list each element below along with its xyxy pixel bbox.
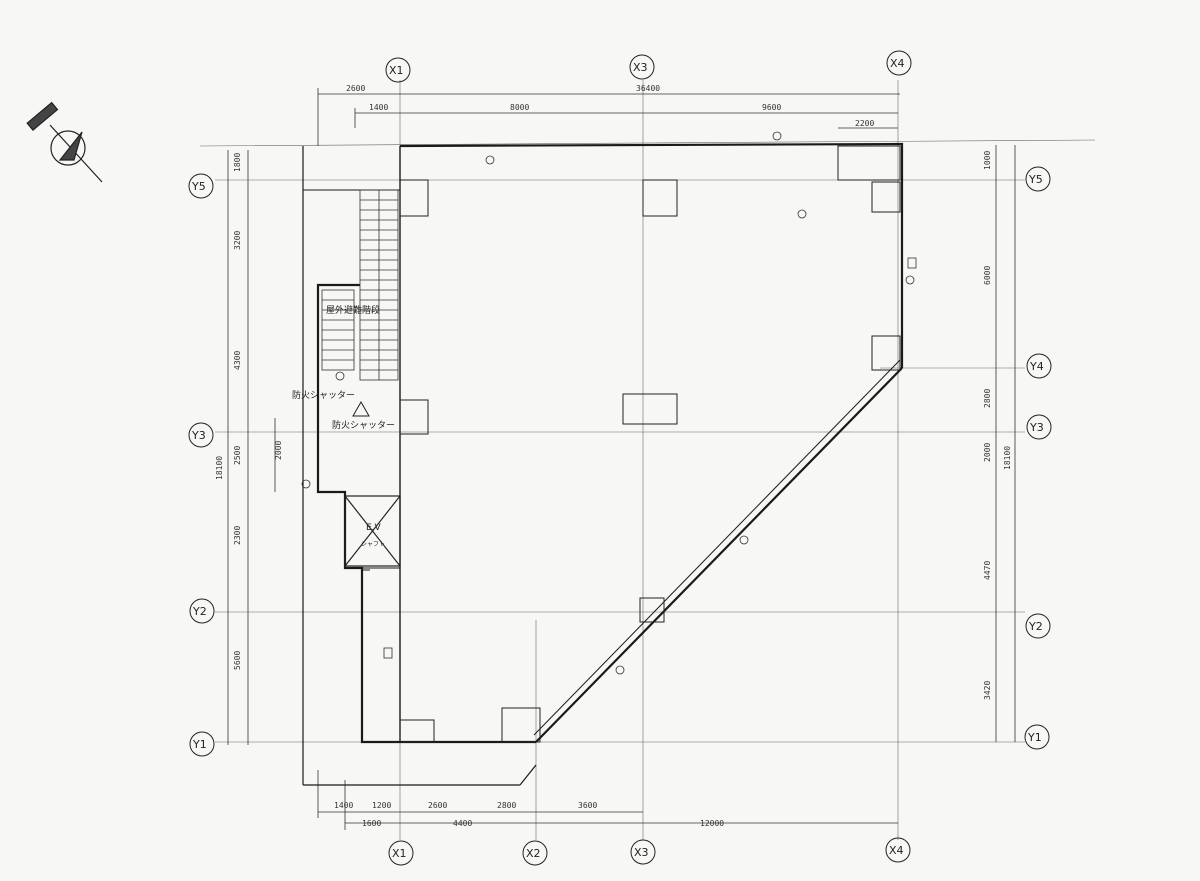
dimension-lines — [227, 88, 1016, 830]
grid-label-right-y1: Y1 — [1027, 731, 1042, 744]
dim-bottom-outer-3: 12000 — [700, 819, 724, 828]
dim-top-inner-3: 9600 — [762, 103, 781, 112]
elevator-label: E.V — [366, 523, 382, 533]
grid-bubbles-top — [385, 50, 912, 83]
building-outline — [302, 142, 904, 786]
wall-tags — [301, 131, 917, 675]
dim-left-small: 2000 — [274, 441, 283, 460]
grid-label-bottom-x1: X1 — [392, 847, 407, 860]
grid-label-left-y2: Y2 — [192, 605, 207, 618]
grid-label-right-y2: Y2 — [1028, 620, 1043, 633]
dim-top-inner-1: 1400 — [369, 103, 388, 112]
dim-bottom-inner-4: 2800 — [497, 801, 516, 810]
north-arrow-icon — [26, 101, 103, 183]
dim-top-outer-2: 36400 — [636, 84, 660, 93]
grid-label-right-y4: Y4 — [1029, 360, 1044, 373]
grid-label-bottom-x3: X3 — [634, 846, 649, 859]
dim-left-4: 2500 — [233, 446, 242, 465]
grid-label-top-x3: X3 — [633, 61, 648, 74]
dim-bottom-outer-2: 4400 — [453, 819, 472, 828]
grid-label-left-y1: Y1 — [192, 738, 207, 751]
columns — [399, 145, 901, 743]
dim-left-5: 2300 — [233, 526, 242, 545]
dim-top-corner: 2200 — [855, 119, 874, 128]
dim-right-2: 6000 — [983, 266, 992, 285]
warning-triangle-icon — [352, 400, 370, 417]
dim-top-inner-2: 8000 — [510, 103, 529, 112]
grid-bubbles-left — [188, 173, 215, 757]
dim-bottom-inner-5: 3600 — [578, 801, 597, 810]
dim-right-4: 2000 — [983, 443, 992, 462]
dim-bottom-outer-1: 1600 — [362, 819, 381, 828]
elevator-sublabel: シャフト — [361, 541, 385, 548]
dim-right-6: 3420 — [983, 681, 992, 700]
dim-top-outer-1: 2600 — [346, 84, 365, 93]
dim-right-3: 2800 — [983, 389, 992, 408]
grid-label-top-x1: X1 — [389, 64, 404, 77]
dim-right-1: 1000 — [983, 151, 992, 170]
grid-label-right-y5: Y5 — [1028, 173, 1043, 186]
grid-label-bottom-x2: X2 — [526, 847, 541, 860]
grid-lines — [199, 80, 1096, 840]
dim-left-6: 5600 — [233, 651, 242, 670]
dim-left-1: 1800 — [233, 153, 242, 172]
dim-bottom-inner-1: 1400 — [334, 801, 353, 810]
grid-label-left-y3: Y3 — [191, 429, 206, 442]
grid-label-right-y3: Y3 — [1029, 421, 1044, 434]
grid-bubbles-bottom — [388, 837, 911, 866]
dim-right-5: 4470 — [983, 561, 992, 580]
dim-right-total: 18100 — [1003, 446, 1012, 470]
shutter-label-2: 防火シャッター — [332, 419, 395, 431]
dim-bottom-inner-3: 2600 — [428, 801, 447, 810]
shutter-label-1: 防火シャッター — [292, 389, 355, 401]
dim-left-2: 3200 — [233, 231, 242, 250]
grid-label-bottom-x4: X4 — [889, 844, 904, 857]
grid-bubbles-right — [1024, 166, 1052, 750]
grid-label-top-x4: X4 — [890, 57, 905, 70]
elevator-shaft — [344, 495, 401, 567]
dim-bottom-inner-2: 1200 — [372, 801, 391, 810]
dim-left-3: 4300 — [233, 351, 242, 370]
stair-treads — [321, 189, 399, 381]
dim-left-total: 18100 — [215, 456, 224, 480]
stair-room-label: 屋外避難階段 — [326, 304, 380, 316]
grid-label-left-y5: Y5 — [191, 180, 206, 193]
